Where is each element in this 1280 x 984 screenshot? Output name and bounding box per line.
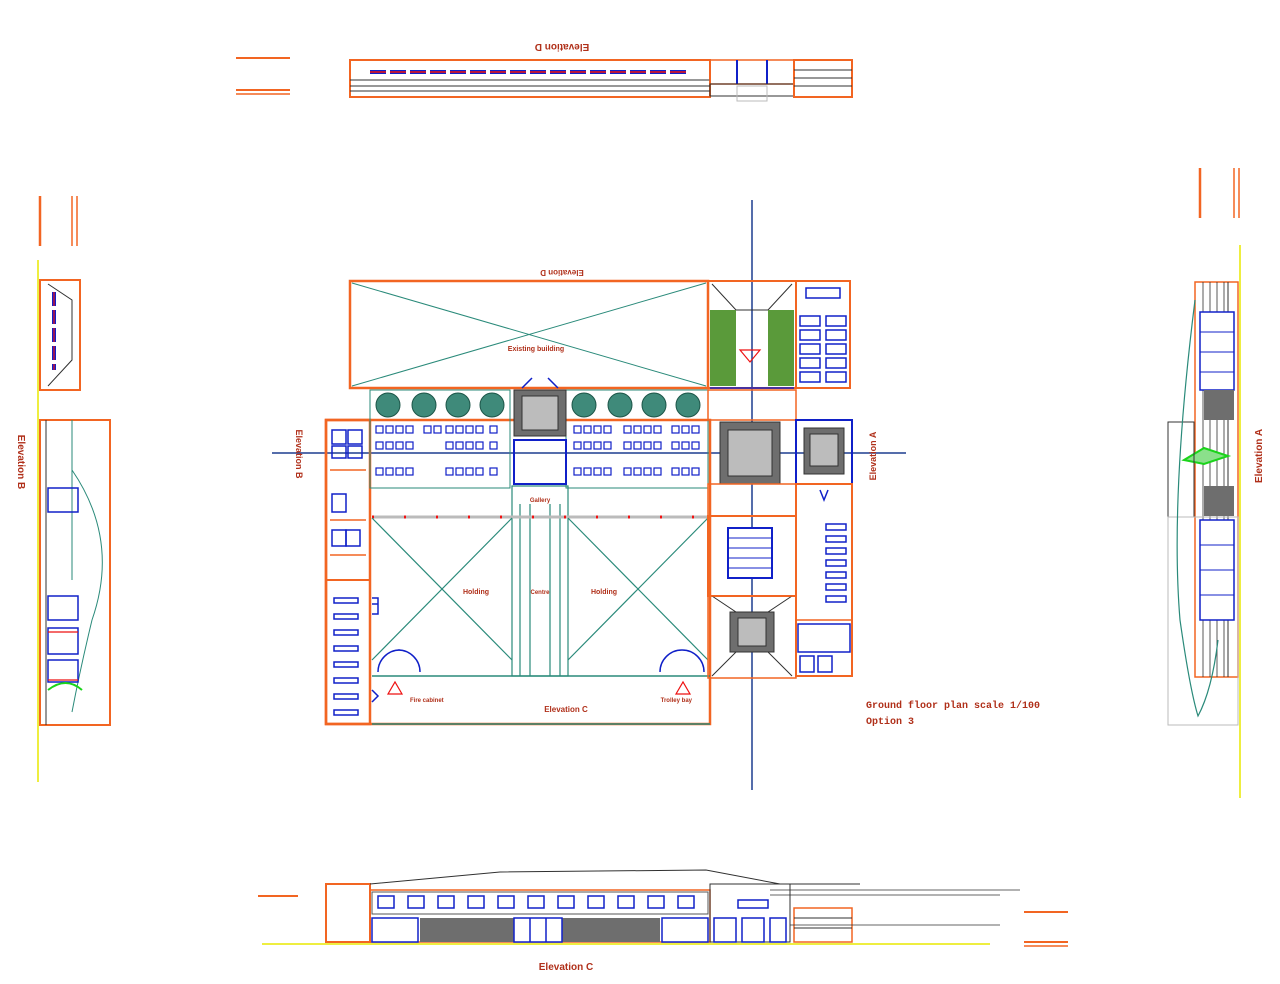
elevation-a-title: Elevation A: [1254, 429, 1265, 483]
plan-caption-option: Option 3: [866, 716, 914, 728]
elevation-b-title: Elevation B: [15, 435, 26, 489]
plan-label-existing-building: Existing building: [508, 346, 564, 353]
plan-label-trolley-bay: Trolley bay: [661, 698, 693, 704]
elevation-b-drawing: Elevation B: [15, 196, 111, 782]
plan-label-fire-cabinet: Fire cabinet: [410, 698, 444, 704]
plan-caption-title: Ground floor plan scale 1/100: [866, 700, 1040, 712]
plan-label-centre: Centre: [530, 590, 550, 596]
plan-label-elevation-a: Elevation A: [868, 431, 878, 480]
plan-label-holding-right: Holding: [591, 589, 617, 596]
elevation-d-drawing: Elevation D: [236, 41, 853, 102]
seat-grid-left: [375, 425, 498, 476]
elevation-c-drawing: Elevation C: [258, 869, 1068, 973]
plan-label-elevation-b: Elevation B: [294, 429, 304, 479]
round-table-row-right: [571, 392, 701, 418]
plan-label-elevation-d: Elevation D: [540, 268, 584, 277]
round-table-row-left: [375, 392, 505, 418]
elevation-a-drawing: Elevation A: [1167, 168, 1265, 798]
plan-label-elevation-c: Elevation C: [544, 705, 588, 714]
elevation-d-title: Elevation D: [535, 41, 589, 52]
ground-floor-plan: Elevation D Existing building Holding Ho…: [272, 200, 906, 790]
elevation-c-title: Elevation C: [539, 962, 593, 973]
seat-grid-right: [573, 425, 700, 476]
plan-label-holding-left: Holding: [463, 589, 489, 596]
plan-label-gallery: Gallery: [530, 498, 551, 504]
